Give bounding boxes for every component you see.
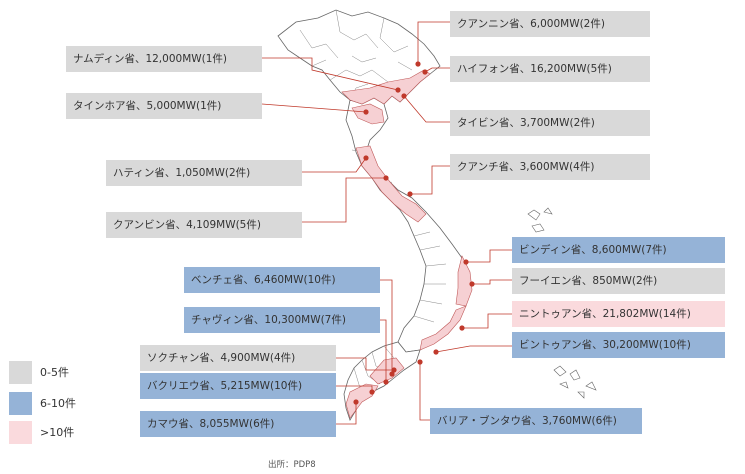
leader-line xyxy=(417,21,450,64)
province-label: ソクチャン省、4,900MW(4件) xyxy=(140,345,336,371)
province-dot xyxy=(401,93,407,99)
province-dot xyxy=(363,155,369,161)
legend-swatch xyxy=(9,421,32,444)
leader-line xyxy=(336,402,357,425)
province-label: クアンニン省、6,000MW(2件) xyxy=(450,11,650,37)
leader-line xyxy=(403,95,450,123)
leader-line xyxy=(472,279,512,285)
leader-line xyxy=(435,345,512,353)
highlighted-provinces xyxy=(341,69,473,419)
province-dot xyxy=(463,259,469,265)
leader-line xyxy=(410,165,450,195)
province-dot xyxy=(395,87,401,93)
province-dot xyxy=(415,61,421,67)
province-dot xyxy=(369,389,375,395)
province-label: バリア・ブンタウ省、3,760MW(6件) xyxy=(430,408,642,434)
leader-line xyxy=(419,362,430,421)
leader-line xyxy=(380,319,387,382)
leader-line xyxy=(261,103,367,113)
province-dot xyxy=(469,281,475,287)
province-dot xyxy=(422,69,428,75)
province-label: タイビン省、3,700MW(2件) xyxy=(450,110,650,136)
leader-line xyxy=(462,313,512,329)
legend-label: 0-5件 xyxy=(40,366,69,379)
province-label: ビンディン省、8,600MW(7件) xyxy=(512,237,725,263)
province-dot xyxy=(459,325,465,331)
province-label: ハイフォン省、16,200MW(5件) xyxy=(450,56,650,82)
leader-line xyxy=(302,177,386,223)
legend-label: 6-10件 xyxy=(40,397,76,410)
province-dot xyxy=(363,109,369,115)
province-dot xyxy=(433,349,439,355)
province-label: ナムディン省、12,000MW(1件) xyxy=(66,46,262,72)
province-dot xyxy=(391,367,397,373)
province-label: ベンチェ省、6,460MW(10件) xyxy=(184,267,380,293)
province-dot xyxy=(383,379,389,385)
province-dots xyxy=(353,61,475,405)
leader-line xyxy=(466,249,512,263)
province-label: クアンチ省、3,600MW(4件) xyxy=(450,154,650,180)
province-dot xyxy=(407,191,413,197)
legend-swatch xyxy=(9,361,32,384)
province-label: ハティン省、1,050MW(2件) xyxy=(106,160,302,186)
legend-swatch xyxy=(9,392,32,415)
leader-line xyxy=(302,157,367,173)
leader-lines xyxy=(261,21,512,425)
leader-line xyxy=(424,67,450,73)
province-dot xyxy=(389,371,395,377)
legend-label: >10件 xyxy=(40,426,75,439)
province-dot xyxy=(417,359,423,365)
province-label: タインホア省、5,000MW(1件) xyxy=(66,93,262,119)
province-label: ニントゥアン省、21,802MW(14件) xyxy=(512,301,725,327)
province-label: チャヴィン省、10,300MW(7件) xyxy=(184,307,380,333)
province-dot xyxy=(383,175,389,181)
source-note: 出所：PDP8 xyxy=(268,460,316,470)
province-label: バクリエウ省、5,215MW(10件) xyxy=(140,373,336,399)
leader-line xyxy=(336,357,394,371)
province-dot xyxy=(353,399,359,405)
province-label: ビントゥアン省、30,200MW(10件) xyxy=(512,332,725,358)
province-label: クアンビン省、4,109MW(5件) xyxy=(106,212,302,238)
leader-line xyxy=(262,57,399,91)
province-label: フーイエン省、850MW(2件) xyxy=(512,268,725,294)
province-label: カマウ省、8,055MW(6件) xyxy=(140,411,336,437)
leader-line xyxy=(380,279,393,374)
